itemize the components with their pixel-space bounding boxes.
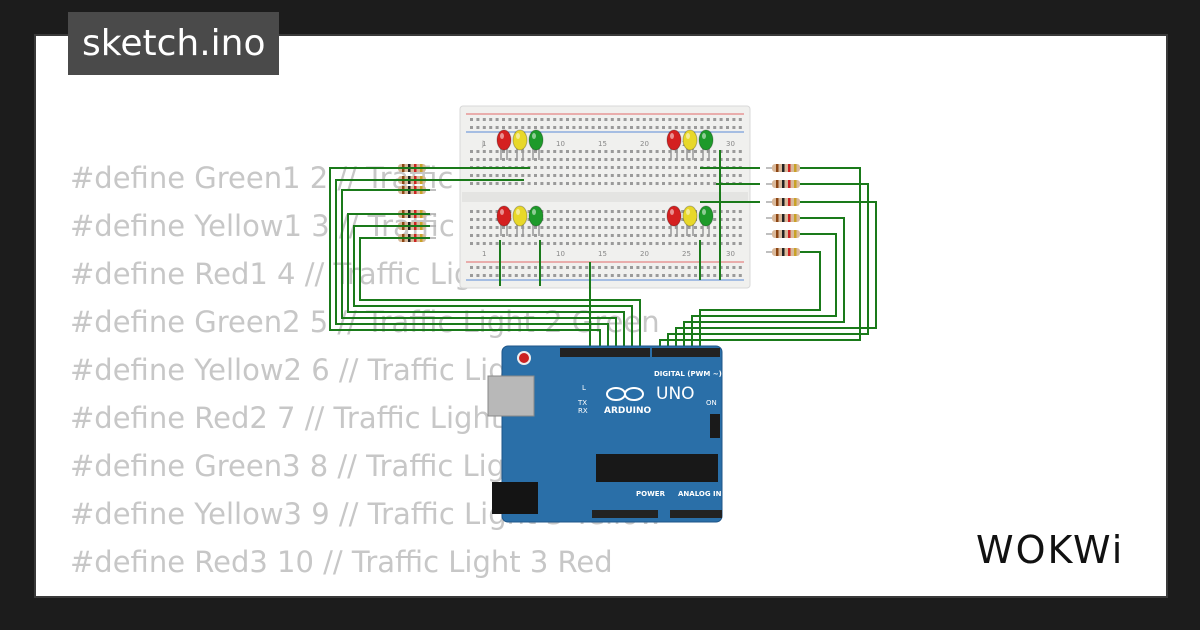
green-led [698, 129, 714, 160]
yellow-led [682, 205, 698, 236]
red-led [666, 205, 682, 236]
red-led [666, 129, 682, 160]
breadboard-col-label: 20 [640, 140, 649, 148]
digital-header-left [560, 348, 650, 357]
wire [683, 217, 845, 350]
breadboard-col-label: 10 [556, 140, 565, 148]
breadboard-col-label: 1 [482, 140, 486, 148]
resistor [766, 180, 810, 188]
wire [691, 233, 837, 350]
wire [329, 167, 601, 350]
analog-label: ANALOG IN [678, 490, 722, 498]
icsp-header [710, 414, 720, 438]
uno-label: UNO [656, 384, 695, 404]
breadboard-col-label: 30 [726, 140, 735, 148]
wire [667, 183, 869, 350]
wire [675, 201, 877, 350]
red-led [496, 129, 512, 160]
digital-header-right [652, 348, 720, 357]
digital-label: DIGITAL (PWM ~) [654, 370, 722, 378]
reset-button[interactable] [517, 351, 531, 365]
breadboard-col-label: 1 [482, 250, 486, 258]
tx-led-label: TX [577, 399, 587, 407]
yellow-led [512, 129, 528, 160]
breadboard-col-label: 20 [640, 250, 649, 258]
wire [659, 167, 861, 350]
power-label: POWER [636, 490, 666, 498]
power-jack [492, 482, 538, 514]
wokwi-logo: WOKWi [976, 528, 1125, 572]
arduino-label: ARDUINO [604, 406, 652, 416]
usb-port [487, 375, 535, 417]
arduino-uno-board[interactable]: DIGITAL (PWM ~) UNO ARDUINO ON TX RX L P… [487, 345, 723, 523]
rx-led-label: RX [578, 407, 588, 415]
breadboard-col-label: 30 [726, 250, 735, 258]
l-led-label: L [582, 384, 586, 392]
green-led [698, 205, 714, 236]
wire [353, 225, 633, 350]
green-led [528, 129, 544, 160]
wire [341, 189, 617, 350]
sketch-filename-tag: sketch.ino [68, 12, 280, 75]
wire [335, 179, 609, 350]
wire [347, 213, 625, 350]
power-header [592, 510, 658, 518]
wire [699, 251, 821, 350]
yellow-led [682, 129, 698, 160]
breadboard-row-label: j [481, 140, 484, 148]
red-led [496, 205, 512, 236]
code-line: #define Red3 10 // Traffic Light 3 Red [70, 545, 613, 579]
green-led [528, 205, 544, 236]
atmega-chip [596, 454, 718, 482]
breadboard-col-label: 10 [556, 250, 565, 258]
wire [359, 237, 641, 350]
yellow-led [512, 205, 528, 236]
breadboard-col-label: 15 [598, 250, 607, 258]
analog-header [670, 510, 722, 518]
on-led-label: ON [706, 399, 717, 407]
breadboard-col-label: 15 [598, 140, 607, 148]
code-line: #define Green4 11 // Traffic Light 4 Gre… [70, 586, 678, 596]
arduino-logo-icon [606, 387, 644, 401]
breadboard-col-label: 25 [682, 250, 691, 258]
